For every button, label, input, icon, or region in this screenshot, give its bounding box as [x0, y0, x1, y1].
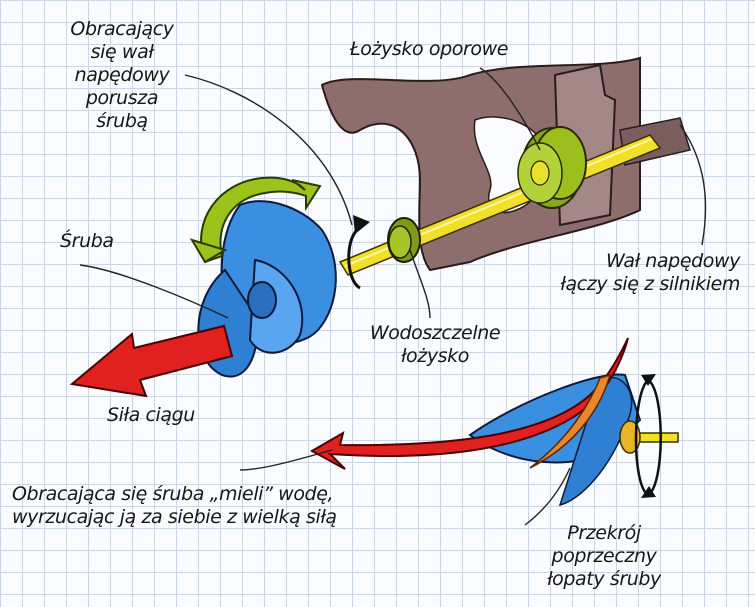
label-line: poprzeczny — [534, 545, 674, 568]
label-line: Przekrój — [534, 522, 674, 545]
label-thrust-bearing: Łożysko oporowe — [350, 38, 508, 61]
label-line: łączy się z silnikiem — [520, 273, 740, 296]
label-line: Obracająca się śruba „mieli” wodę, — [12, 483, 337, 506]
label-line: łożysko — [360, 345, 510, 368]
label-churning-water: Obracająca się śruba „mieli” wodę, wyrzu… — [12, 483, 337, 529]
label-line: Wodoszczelne — [360, 322, 510, 345]
label-thrust-force: Siła ciągu — [107, 404, 195, 427]
label-line: łopaty śruby — [534, 568, 674, 591]
thrust-arrow-icon — [72, 326, 232, 396]
watertight-bearing — [388, 218, 420, 262]
label-line: Obracający — [52, 18, 192, 41]
label-line: się wał — [52, 41, 192, 64]
label-line: napędowy — [52, 64, 192, 87]
label-line: porusza — [52, 87, 192, 110]
label-rotating-shaft: Obracający się wał napędowy porusza śrub… — [52, 18, 192, 133]
label-propeller: Śruba — [60, 230, 114, 253]
label-watertight-bearing: Wodoszczelne łożysko — [360, 322, 510, 368]
label-drive-shaft-engine: Wał napędowy łączy się z silnikiem — [520, 250, 740, 296]
label-line: wyrzucając ją za siebie z wielką siłą — [12, 506, 337, 529]
label-blade-cross-section: Przekrój poprzeczny łopaty śruby — [534, 522, 674, 591]
label-line: śrubą — [52, 110, 192, 133]
label-line: Wał napędowy — [520, 250, 740, 273]
